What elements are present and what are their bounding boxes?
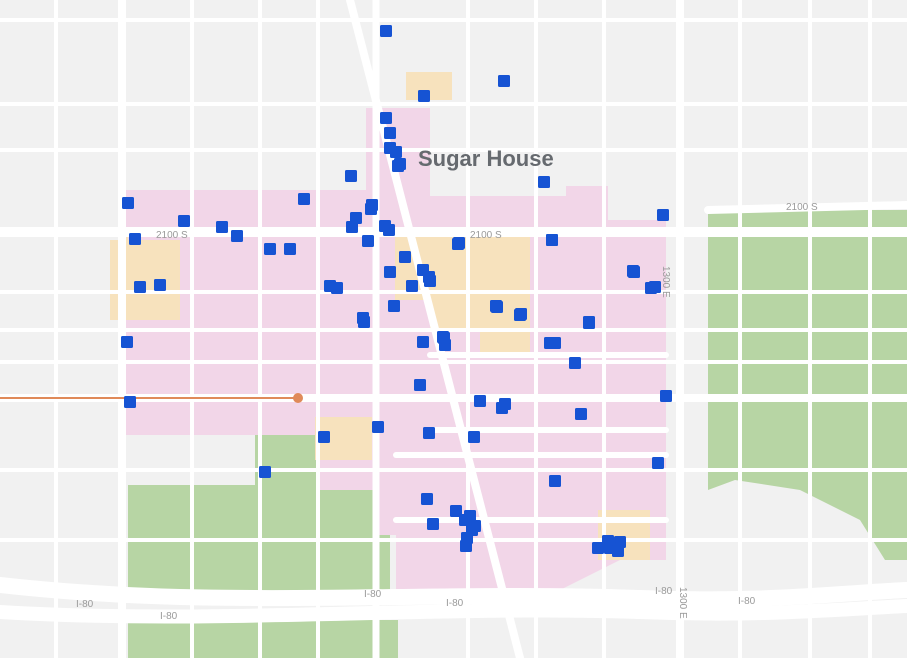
location-marker[interactable] [406,280,418,292]
location-marker[interactable] [358,316,370,328]
location-markers[interactable] [121,25,672,557]
location-marker[interactable] [417,336,429,348]
location-marker[interactable] [498,75,510,87]
location-marker[interactable] [362,235,374,247]
location-marker[interactable] [423,271,435,283]
location-marker[interactable] [122,197,134,209]
location-marker[interactable] [372,421,384,433]
location-marker[interactable] [627,265,639,277]
road-label-i80-1: I-80 [76,599,94,610]
road-label-1300e: 1300 E [660,266,671,298]
location-marker[interactable] [414,379,426,391]
location-marker[interactable] [418,90,430,102]
location-marker[interactable] [460,540,472,552]
location-marker[interactable] [284,243,296,255]
location-marker[interactable] [499,398,511,410]
location-marker[interactable] [380,25,392,37]
location-marker[interactable] [366,199,378,211]
location-marker[interactable] [383,224,395,236]
road-label-i80-2: I-80 [160,611,178,622]
road-label-2100s-west: 2100 S [156,230,188,241]
location-marker[interactable] [538,176,550,188]
location-marker[interactable] [394,158,406,170]
map-labels: Sugar House 2100 S 2100 S 2100 S 1300 E … [76,146,818,622]
road-label-i80-3: I-80 [364,589,382,600]
location-marker[interactable] [129,233,141,245]
location-marker[interactable] [331,282,343,294]
location-marker[interactable] [514,309,526,321]
location-marker[interactable] [652,457,664,469]
location-marker[interactable] [645,282,657,294]
road-label-i80-6: I-80 [738,596,756,607]
location-marker[interactable] [612,545,624,557]
location-marker[interactable] [264,243,276,255]
location-marker[interactable] [259,466,271,478]
location-marker[interactable] [399,251,411,263]
location-marker[interactable] [468,431,480,443]
location-marker[interactable] [546,234,558,246]
location-marker[interactable] [438,332,450,344]
location-marker[interactable] [318,431,330,443]
location-marker[interactable] [216,221,228,233]
location-marker[interactable] [490,300,502,312]
location-marker[interactable] [657,209,669,221]
location-marker[interactable] [298,193,310,205]
location-marker[interactable] [549,337,561,349]
location-marker[interactable] [390,146,402,158]
location-marker[interactable] [459,514,471,526]
location-marker[interactable] [421,493,433,505]
location-marker[interactable] [178,215,190,227]
location-marker[interactable] [384,266,396,278]
location-marker[interactable] [592,542,604,554]
location-marker[interactable] [380,112,392,124]
location-marker[interactable] [452,238,464,250]
neighborhood-label: Sugar House [418,146,554,171]
location-marker[interactable] [466,524,478,536]
location-marker[interactable] [423,427,435,439]
location-marker[interactable] [569,357,581,369]
location-marker[interactable] [134,281,146,293]
location-marker[interactable] [121,336,133,348]
location-marker[interactable] [450,505,462,517]
location-marker[interactable] [660,390,672,402]
road-label-i80-5: I-80 [655,586,673,597]
road-label-2100s-east: 2100 S [786,202,818,213]
location-marker[interactable] [583,317,595,329]
location-marker[interactable] [154,279,166,291]
location-marker[interactable] [388,300,400,312]
route-line [0,393,303,403]
location-marker[interactable] [575,408,587,420]
location-marker[interactable] [350,212,362,224]
location-marker[interactable] [427,518,439,530]
location-marker[interactable] [384,127,396,139]
road-label-i80-4: I-80 [446,598,464,609]
road-label-2100s-mid: 2100 S [470,230,502,241]
road-label-1300e-south: 1300 E [677,587,688,619]
location-marker[interactable] [124,396,136,408]
location-marker[interactable] [549,475,561,487]
location-marker[interactable] [231,230,243,242]
location-marker[interactable] [474,395,486,407]
location-marker[interactable] [345,170,357,182]
